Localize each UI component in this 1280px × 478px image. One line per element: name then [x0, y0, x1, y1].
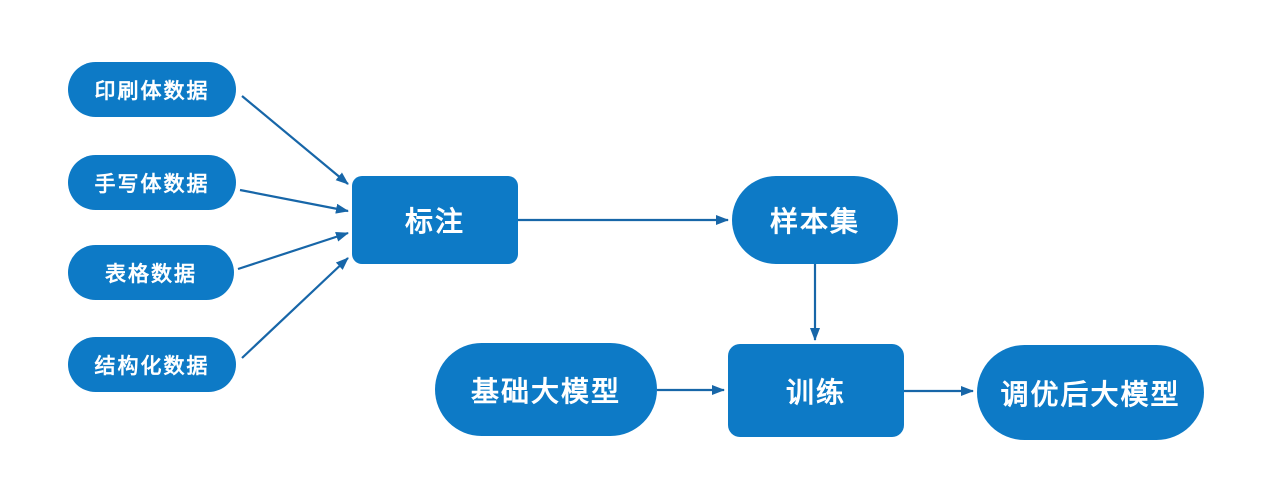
node-base-model-label: 基础大模型 — [470, 375, 621, 407]
node-training-label: 训练 — [785, 376, 846, 408]
node-sample-set-label: 样本集 — [769, 206, 860, 237]
edge-printed-data-to-annotation — [241, 95, 349, 185]
node-sample-set: 样本集 — [732, 176, 898, 264]
node-structured-data: 结构化数据 — [68, 337, 236, 392]
node-training: 训练 — [728, 344, 904, 437]
edge-handwritten-data-to-annotation — [239, 188, 349, 214]
node-structured-data-label: 结构化数据 — [94, 354, 210, 378]
edge-structured-data-to-annotation — [241, 257, 349, 359]
node-table-data-label: 表格数据 — [105, 262, 197, 286]
node-printed-data-label: 印刷体数据 — [94, 79, 210, 103]
edge-table-data-to-annotation — [237, 231, 349, 271]
node-annotation: 标注 — [352, 176, 518, 264]
node-tuned-model-label: 调优后大模型 — [1000, 378, 1181, 410]
node-handwritten-data-label: 手写体数据 — [94, 172, 210, 196]
node-handwritten-data: 手写体数据 — [68, 155, 236, 210]
node-annotation-label: 标注 — [404, 206, 465, 237]
node-printed-data: 印刷体数据 — [68, 62, 236, 117]
node-tuned-model: 调优后大模型 — [977, 345, 1204, 440]
node-base-model: 基础大模型 — [435, 343, 657, 436]
node-table-data: 表格数据 — [68, 245, 234, 300]
